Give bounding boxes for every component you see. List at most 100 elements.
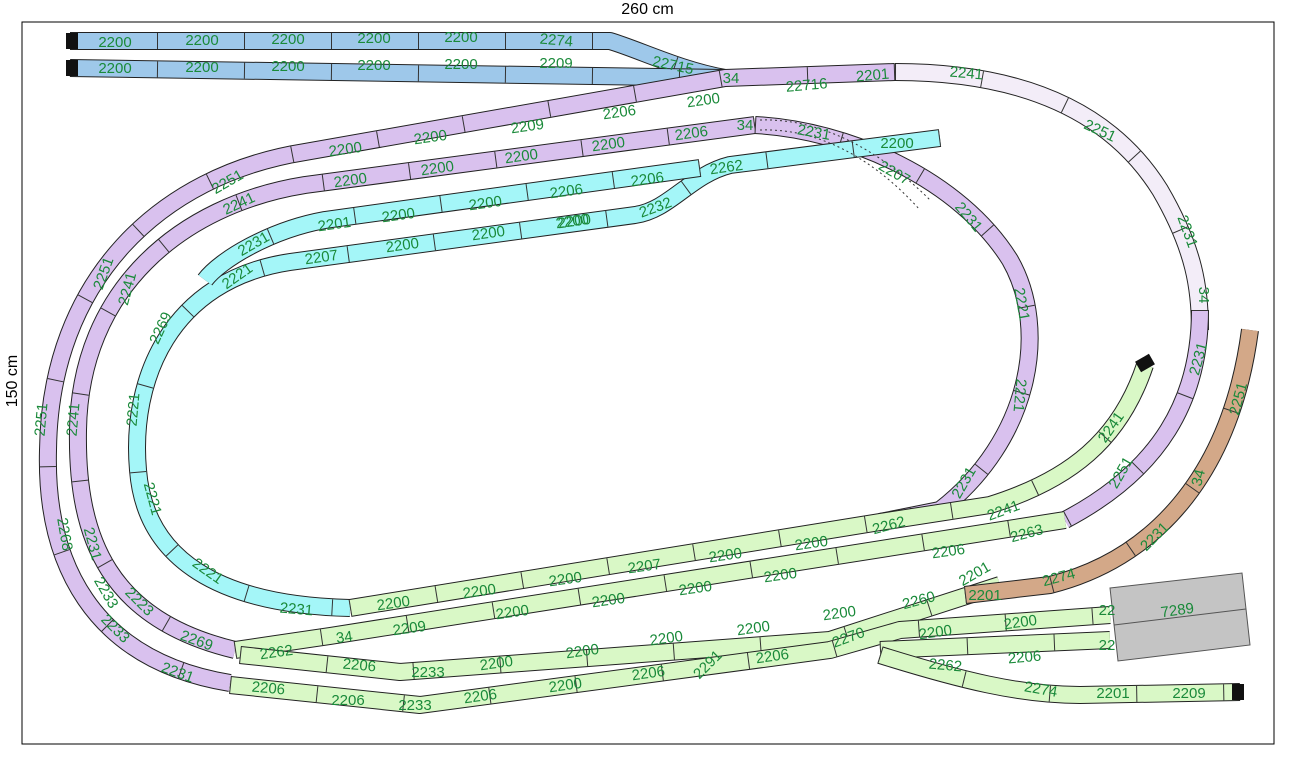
track-part-label: 2200 (444, 56, 477, 73)
track-part-label: 2200 (444, 29, 477, 46)
track-part-label: 2221 (1010, 286, 1033, 322)
track-labels: 2200 2200 2200 2200 2200 2274 2200 2200 2200 2200… (32, 29, 1252, 714)
track-part-label: 2200 (381, 205, 416, 226)
track-part-label: 34 (1188, 468, 1209, 489)
track-part-label: 2206 (674, 123, 709, 144)
track-part-label: 2262 (928, 656, 963, 676)
track-part-label: 2200 (686, 90, 721, 111)
track-part-label: 22 (1099, 602, 1116, 619)
track-part-label: 2206 (931, 541, 966, 562)
track-part-label: 2200 (328, 139, 363, 160)
track-part-label: 2206 (631, 663, 666, 684)
track-part-label: 2200 (880, 135, 913, 152)
track-part-label: 2221 (124, 392, 144, 427)
track-part-label: 2207 (304, 247, 339, 268)
track-part-label: 7289 (1160, 600, 1195, 621)
track-part-label: 2200 (420, 158, 455, 179)
track-part-label: 2200 (185, 59, 218, 76)
track-part-label: 2231 (796, 121, 832, 144)
track-part-label: 2206 (602, 102, 637, 123)
track-part-label: 2200 (822, 603, 857, 624)
track-part-label: 2201 (968, 587, 1001, 604)
track-part-label: 2206 (630, 169, 665, 190)
track-part-label: 2201 (855, 66, 890, 86)
track-part-label: 2200 (591, 134, 626, 155)
track-part-label: 2200 (918, 622, 953, 643)
track-part-label: 2251 (32, 402, 52, 437)
track-part-label: 2200 (548, 569, 583, 590)
track-part-label: 2274 (1023, 678, 1059, 701)
track-part-label: 2200 (548, 675, 583, 696)
track-part-label: 2200 (376, 593, 411, 614)
track-part-label: 2200 (271, 58, 304, 75)
track-part-label: 2241 (949, 64, 984, 84)
track-part-label: 2268 (53, 516, 76, 552)
track-part-label: 2221 (1010, 378, 1030, 413)
track-part-label: 2200 (591, 590, 626, 611)
track-part-label: 2200 (98, 60, 131, 77)
track-part-label: 2207 (627, 556, 662, 577)
track-part-label: 2233 (411, 664, 444, 681)
track-part-label: 2200 (98, 34, 131, 51)
track-part-label: 2200 (462, 581, 497, 602)
track-part-label: 2209 (1172, 685, 1205, 702)
track-part-label: 2200 (479, 653, 514, 674)
track-part-label: 2206 (342, 656, 377, 676)
track-part-label: 2200 (495, 602, 530, 623)
lavender-outer-loop (38, 63, 1209, 692)
track-part-label: 2209 (392, 618, 427, 639)
track-part-label: 2274 (539, 31, 574, 51)
track-part-label: 2233 (398, 697, 431, 714)
track-part-label: 2206 (1007, 648, 1042, 668)
track-part-label: 2206 (755, 646, 790, 667)
track-part-label: 2200 (357, 30, 390, 47)
track-part-label: 2201 (317, 214, 352, 235)
track-part-label: 2262 (259, 642, 294, 663)
track-part-label: 2200 (794, 533, 829, 554)
track-part-label: 2200 (185, 32, 218, 49)
buffer-stop-icon (1232, 684, 1244, 700)
track-part-label: 2200 (471, 223, 506, 244)
track-part-label: 34 (737, 117, 754, 134)
cyan-inner-loop (128, 129, 942, 617)
track-part-label: 2241 (64, 402, 84, 437)
buffer-stop-icon (66, 33, 78, 49)
track-part-label: 2201 (1096, 685, 1129, 702)
track-part-label: 2200 (708, 545, 743, 566)
track-part-label: 2200 (736, 618, 771, 639)
track-part-label: 2209 (539, 55, 572, 72)
track-part-label: 2231 (279, 600, 314, 620)
track-part-label: 2206 (251, 679, 286, 699)
track-part-label: 2200 (557, 211, 592, 232)
track-part-label: 34 (335, 628, 354, 647)
track-part-label: 34 (723, 70, 740, 87)
track-part-label: 2206 (331, 692, 364, 709)
track-part-label: 2200 (357, 57, 390, 74)
track-part-label: 2200 (565, 641, 600, 662)
buffer-stop-icon (1135, 353, 1155, 373)
track-part-label: 2262 (709, 157, 744, 178)
brown-spur (963, 328, 1259, 604)
track-part-label: 22716 (785, 75, 828, 96)
track-part-label: 2200 (271, 31, 304, 48)
width-dimension-label: 260 cm (621, 1, 674, 18)
track-part-label: 2200 (763, 565, 798, 586)
track-part-label: 2209 (510, 116, 545, 137)
track-part-label: 2200 (468, 193, 503, 214)
track-part-label: 2200 (678, 578, 713, 599)
track-part-label: 2200 (413, 127, 448, 148)
track-part-label: 2200 (649, 628, 684, 649)
track-part-label: 2200 (1003, 612, 1038, 633)
building-7289[interactable] (1109, 572, 1251, 662)
track-part-label: 2200 (333, 170, 368, 191)
track-part-label: 22 (1099, 637, 1116, 654)
track-part-label: 34 (1195, 287, 1212, 304)
green-station-tracks (229, 353, 1244, 714)
track-part-label: 2200 (504, 146, 539, 167)
bridge-hatching (759, 119, 931, 211)
track-part-label: 2200 (555, 211, 590, 232)
track-part-label: 2200 (385, 235, 420, 256)
buffer-stop-icon (66, 60, 78, 76)
track-part-label: 2206 (463, 686, 498, 707)
track-part-label: 2206 (549, 181, 584, 202)
